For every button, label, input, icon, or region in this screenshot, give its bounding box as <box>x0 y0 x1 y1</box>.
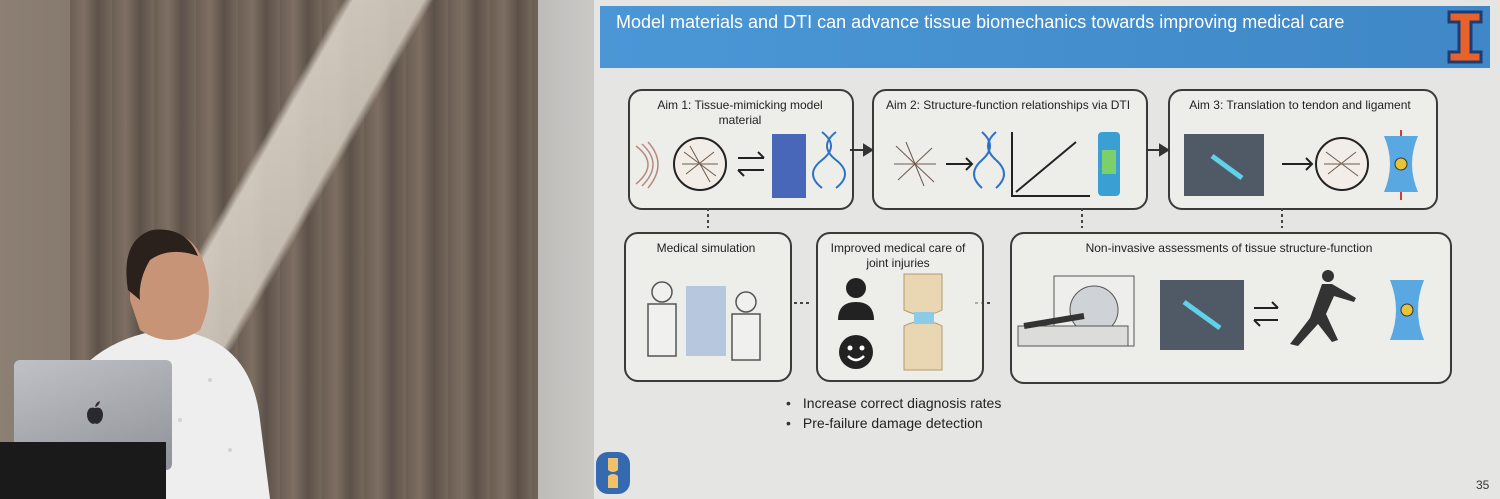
university-logo-icon <box>1447 10 1483 64</box>
aim-1-label: Aim 1: Tissue-mimicking model material <box>657 98 823 127</box>
exchange-arrows-icon <box>1253 301 1279 327</box>
aim-1-illustration <box>635 131 846 198</box>
page-number: 35 <box>1476 478 1490 492</box>
outcome-improved-care-label: Improved medical care of joint injuries <box>830 241 966 270</box>
aim-2-label: Aim 2: Structure-function relationships … <box>885 98 1131 112</box>
outcome-medical-simulation-label: Medical simulation <box>656 241 756 255</box>
simulation-illustration <box>647 281 761 361</box>
aim-2-illustration <box>894 131 1120 197</box>
apple-logo-icon <box>87 401 103 424</box>
outcome-noninvasive-label: Non-invasive assessments of tissue struc… <box>1085 241 1373 255</box>
runner-icon <box>1290 270 1356 346</box>
mri-scanner-icon <box>1017 275 1135 347</box>
noninvasive-illustration <box>1017 270 1424 350</box>
aim-3-illustration <box>1184 130 1418 200</box>
smiley-face-icon <box>839 335 873 369</box>
care-illustration <box>838 273 943 371</box>
desk <box>0 442 166 499</box>
slide-title-bar <box>600 6 1490 68</box>
aim-3-label: Aim 3: Translation to tendon and ligamen… <box>1189 98 1411 112</box>
knee-badge-icon <box>596 452 630 494</box>
bullet-item: Increase correct diagnosis rates <box>786 393 1001 413</box>
knee-joint-icon <box>903 273 943 371</box>
bullet-list: Increase correct diagnosis rates Pre-fai… <box>786 393 1001 433</box>
exchange-arrows-icon <box>737 151 765 177</box>
bullet-item: Pre-failure damage detection <box>786 413 1001 433</box>
dna-icon <box>812 131 846 189</box>
doctor-icon <box>838 278 874 320</box>
slide-title: Model materials and DTI can advance tiss… <box>616 12 1345 32</box>
